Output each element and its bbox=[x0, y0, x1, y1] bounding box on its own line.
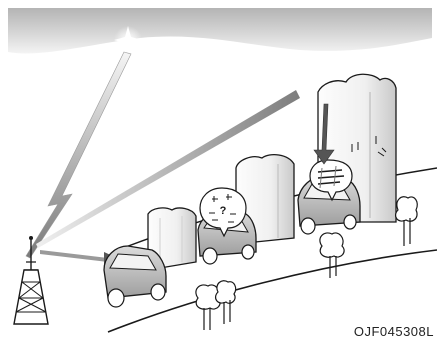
tree-right bbox=[396, 197, 418, 246]
tree-middle bbox=[320, 233, 344, 278]
gps-satellite-icon bbox=[114, 26, 142, 54]
tree-left bbox=[196, 281, 236, 330]
satellite-signal-bolt bbox=[26, 52, 131, 258]
sky-band bbox=[8, 8, 432, 53]
figure-reference-code: OJF045308L bbox=[353, 324, 435, 339]
bubble-question-mark: ? bbox=[220, 205, 227, 217]
car-1 bbox=[104, 246, 166, 307]
radio-tower-icon bbox=[14, 236, 48, 324]
tower-beam-to-car bbox=[40, 250, 108, 262]
